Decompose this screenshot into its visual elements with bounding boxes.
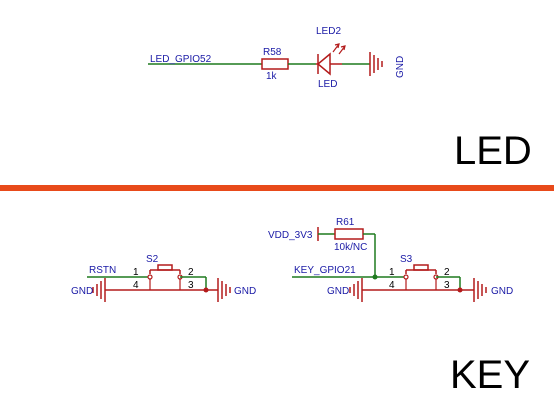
switch-s3 — [403, 264, 439, 290]
s3-pin4: 4 — [389, 280, 395, 291]
section-title-key: KEY — [450, 353, 530, 397]
resistor-r58-value: 1k — [266, 71, 278, 82]
s2-gnd-right-symbol — [217, 278, 231, 302]
section-title-led: LED — [454, 129, 532, 173]
s2-ref: S2 — [146, 254, 159, 265]
vdd-label: VDD_3V3 — [268, 230, 313, 241]
s2-pin2: 2 — [188, 267, 194, 278]
s3-gnd-right-symbol — [473, 278, 487, 302]
s3-pin2: 2 — [444, 267, 450, 278]
s3-gnd-right-label: GND — [491, 286, 513, 297]
rstn-net-label: RSTN — [89, 265, 116, 276]
s2-gnd-left-symbol — [92, 278, 106, 302]
s2-gnd-right-label: GND — [234, 286, 256, 297]
s3-circuit: VDD_3V3 R61 10k/NC KEY_GPIO21 S3 1 2 4 3 — [268, 217, 513, 302]
resistor-r61-ref: R61 — [336, 217, 355, 228]
s2-pin1: 1 — [133, 267, 139, 278]
s2-junction — [203, 287, 209, 293]
led-circuit: LED_GPIO52 R58 1k LED2 LED — [148, 26, 406, 90]
section-divider — [0, 185, 554, 191]
key-net-label: KEY_GPIO21 — [294, 265, 356, 276]
s2-gnd-left-label: GND — [71, 286, 93, 297]
s2-pin4: 4 — [133, 280, 139, 291]
s3-gnd-left-symbol — [349, 278, 363, 302]
s3-junction — [457, 287, 463, 293]
s3-pin1: 1 — [389, 267, 395, 278]
s2-circuit: RSTN S2 1 2 4 3 GND — [71, 254, 256, 302]
resistor-r61 — [334, 228, 364, 240]
s3-ref: S3 — [400, 254, 413, 265]
s3-gnd-left-label: GND — [327, 286, 349, 297]
key-net-junction — [372, 274, 378, 280]
resistor-r58 — [261, 58, 289, 70]
led2-ref: LED2 — [316, 26, 341, 37]
led2-symbol — [316, 43, 346, 76]
s2-pin3: 3 — [188, 280, 194, 291]
resistor-r61-value: 10k/NC — [334, 242, 367, 253]
s3-pin3: 3 — [444, 280, 450, 291]
led-gnd-label: GND — [395, 56, 406, 78]
led-gnd-symbol — [369, 52, 383, 76]
switch-s2 — [147, 264, 183, 290]
led2-value: LED — [318, 79, 337, 90]
led-net-label: LED_GPIO52 — [150, 54, 212, 65]
resistor-r58-ref: R58 — [263, 47, 282, 58]
